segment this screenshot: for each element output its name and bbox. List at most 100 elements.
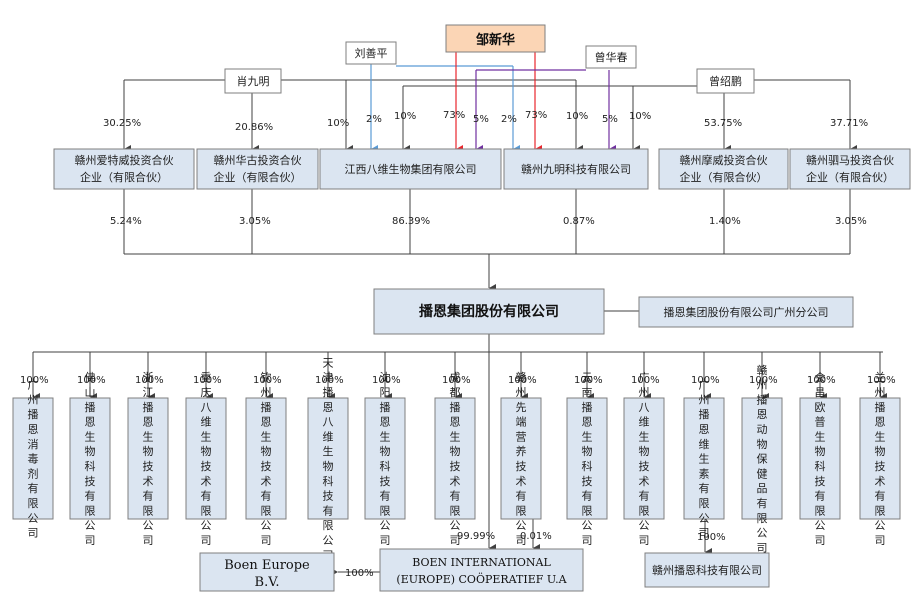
subsidiary-pct: 100% <box>193 375 222 386</box>
holder-mowei: 赣州摩威投资合伙 企业（有限合伙） <box>658 148 789 190</box>
subsidiary-pct: 100% <box>315 375 344 386</box>
svg-text:3.05%: 3.05% <box>239 216 271 227</box>
subsidiary-name: 会昌欧普生物科技有限公司 <box>815 371 826 547</box>
subsidiary-name: 赣州先端营养技术有限公司 <box>516 370 527 547</box>
svg-text:Boen Europe: Boen Europe <box>224 558 310 573</box>
svg-text:赣州华古投资合伙: 赣州华古投资合伙 <box>214 153 302 167</box>
main-company: 播恩集团股份有限公司 <box>373 288 605 335</box>
svg-text:刘善平: 刘善平 <box>355 46 388 60</box>
svg-text:53.75%: 53.75% <box>704 118 742 129</box>
subsidiary-pct: 100% <box>135 375 164 386</box>
subsidiary-pct: 100% <box>749 375 778 386</box>
subsidiary-pct: 100% <box>77 375 106 386</box>
svg-text:企业（有限合伙）: 企业（有限合伙） <box>806 170 894 184</box>
svg-text:10%: 10% <box>566 111 588 122</box>
person-liu-shanping: 刘善平 <box>345 41 397 65</box>
subsidiary-6: 天津播恩八维生物科技有限公司 <box>307 356 349 562</box>
svg-text:BOEN INTERNATIONAL: BOEN INTERNATIONAL <box>412 556 551 569</box>
svg-text:赣州驷马投资合伙: 赣州驷马投资合伙 <box>806 153 894 167</box>
subsidiary-8: 成都播恩生物技术有限公司 <box>434 371 476 547</box>
subsidiary-4: 重庆八维生物技术有限公司 <box>185 370 227 547</box>
subsidiary-name: 广州播恩维生素有限公司 <box>699 379 710 540</box>
svg-text:10%: 10% <box>327 118 349 129</box>
top-percentages: 30.25% 20.86% 10% 2% 10% 73% 5% 2% 73% 1… <box>103 110 868 133</box>
svg-text:江西八维生物集团有限公司: 江西八维生物集团有限公司 <box>345 162 477 176</box>
ganzhou-boen-tech-pct: 100% <box>697 532 726 543</box>
boen-international: BOEN INTERNATIONAL (EUROPE) COÖPERATIEF … <box>379 548 584 592</box>
svg-text:赣州九明科技有限公司: 赣州九明科技有限公司 <box>521 162 631 176</box>
subsidiary-3: 浙江播恩生物技术有限公司 <box>127 371 169 547</box>
svg-text:5%: 5% <box>473 114 489 125</box>
svg-text:企业（有限合伙）: 企业（有限合伙） <box>214 170 302 184</box>
svg-text:赣州摩威投资合伙: 赣州摩威投资合伙 <box>680 153 768 167</box>
subsidiary-pct: 100% <box>20 375 49 386</box>
svg-text:86.39%: 86.39% <box>392 216 430 227</box>
subsidiary-name: 成都播恩生物技术有限公司 <box>450 371 461 547</box>
subsidiary-name: 云南播恩生物科技有限公司 <box>582 371 593 547</box>
subsidiary-pct: 100% <box>867 375 896 386</box>
svg-text:(EUROPE) COÖPERATIEF U.A: (EUROPE) COÖPERATIEF U.A <box>396 572 567 586</box>
subsidiary-13: 赣州播恩动物保健品有限公司 <box>741 363 783 554</box>
subsidiary-name: 广州播恩消毒剂有限公司 <box>28 379 39 540</box>
subsidiary-name: 佛山播恩生物科技有限公司 <box>85 371 96 547</box>
svg-text:企业（有限合伙）: 企业（有限合伙） <box>680 170 768 184</box>
subsidiary-name: 兰州播恩生物技术有限公司 <box>875 371 886 547</box>
svg-text:曾绍鹏: 曾绍鹏 <box>709 74 742 88</box>
svg-text:B.V.: B.V. <box>255 575 280 590</box>
subsidiary-7: 沈阳播恩生物科技有限公司 <box>364 370 406 547</box>
subsidiary-2: 佛山播恩生物科技有限公司 <box>69 371 111 547</box>
svg-text:邹新华: 邹新华 <box>476 32 515 48</box>
subsidiary-pct: 100% <box>574 375 603 386</box>
svg-text:赣州播恩科技有限公司: 赣州播恩科技有限公司 <box>652 563 762 577</box>
connector-lines <box>32 52 887 576</box>
svg-text:10%: 10% <box>629 111 651 122</box>
subsidiary-name: 重庆八维生物技术有限公司 <box>201 370 212 547</box>
svg-text:5%: 5% <box>602 114 618 125</box>
svg-text:37.71%: 37.71% <box>830 118 868 129</box>
svg-text:播恩集团股份有限公司广州分公司: 播恩集团股份有限公司广州分公司 <box>664 305 829 319</box>
svg-text:企业（有限合伙）: 企业（有限合伙） <box>80 170 168 184</box>
subsidiary-name: 沈阳播恩生物科技有限公司 <box>380 370 391 547</box>
boen-intl-pct-xianduan: 0.01% <box>520 531 552 542</box>
boen-intl-pct-main: 99.99% <box>457 531 495 542</box>
person-zeng-huachun: 曾华春 <box>585 45 637 69</box>
subsidiary-1: 广州播恩消毒剂有限公司 <box>12 379 54 540</box>
svg-text:73%: 73% <box>525 110 547 121</box>
subsidiary-14: 会昌欧普生物科技有限公司 <box>799 371 841 547</box>
subsidiary-pct: 100% <box>508 375 537 386</box>
subsidiaries: 100%广州播恩消毒剂有限公司100%佛山播恩生物科技有限公司100%浙江播恩生… <box>12 356 901 562</box>
svg-text:赣州爱特威投资合伙: 赣州爱特威投资合伙 <box>75 153 174 167</box>
subsidiary-pct: 100% <box>253 375 282 386</box>
svg-text:2%: 2% <box>501 114 517 125</box>
branch-office: 播恩集团股份有限公司广州分公司 <box>638 296 854 328</box>
holder-jiangxi-bawei: 江西八维生物集团有限公司 <box>319 148 502 190</box>
subsidiary-15: 兰州播恩生物技术有限公司 <box>859 371 901 547</box>
subsidiary-9: 赣州先端营养技术有限公司 <box>500 370 542 547</box>
svg-text:肖九明: 肖九明 <box>237 74 270 88</box>
svg-text:1.40%: 1.40% <box>709 216 741 227</box>
svg-text:3.05%: 3.05% <box>835 216 867 227</box>
subsidiary-name: 天津播恩八维生物科技有限公司 <box>323 356 334 561</box>
holder-huagu: 赣州华古投资合伙 企业（有限合伙） <box>196 148 319 190</box>
boen-europe-pct: 100% <box>345 568 374 579</box>
subsidiary-pct: 100% <box>631 375 660 386</box>
subsidiary-12: 广州播恩维生素有限公司 <box>683 379 725 540</box>
svg-text:5.24%: 5.24% <box>110 216 142 227</box>
subsidiary-pct: 100% <box>372 375 401 386</box>
svg-text:10%: 10% <box>394 111 416 122</box>
boen-europe: Boen Europe B.V. <box>199 552 335 592</box>
subsidiary-pct: 100% <box>442 375 471 386</box>
svg-text:30.25%: 30.25% <box>103 118 141 129</box>
holder-sima: 赣州驷马投资合伙 企业（有限合伙） <box>789 148 911 190</box>
subsidiary-10: 云南播恩生物科技有限公司 <box>566 371 608 547</box>
svg-text:曾华春: 曾华春 <box>595 50 628 64</box>
holder-jiuming-tech: 赣州九明科技有限公司 <box>503 148 649 190</box>
subsidiary-11: 广州八维生物技术有限公司 <box>623 371 665 547</box>
subsidiary-pct: 100% <box>807 375 836 386</box>
svg-text:20.86%: 20.86% <box>235 122 273 133</box>
svg-text:播恩集团股份有限公司: 播恩集团股份有限公司 <box>419 303 559 320</box>
svg-text:73%: 73% <box>443 110 465 121</box>
person-xiao-jiuming: 肖九明 <box>224 68 282 94</box>
subsidiary-name: 钦州播恩生物技术有限公司 <box>261 371 272 547</box>
